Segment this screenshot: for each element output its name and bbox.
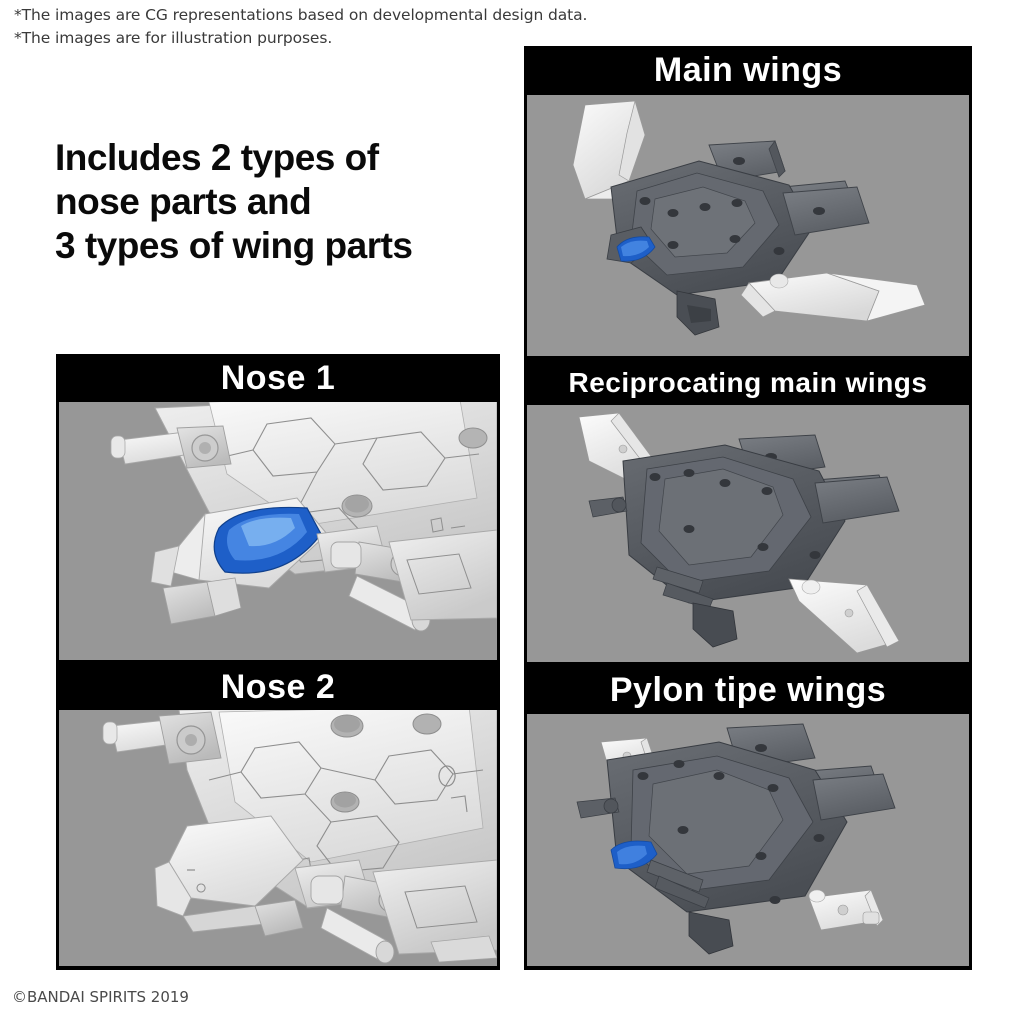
panel-nose-2-image [59,710,497,966]
panel-nose-1-image [59,402,497,660]
nose-1-render [59,402,497,660]
nose-2-render [59,710,497,966]
panel-main-wings-title: Main wings [524,46,972,95]
panel-pylon-tipe-wings-title: Pylon tipe wings [524,666,972,714]
disclaimer-line-2: *The images are for illustration purpose… [14,29,333,47]
main-wings-render [527,95,969,356]
headline-line-1: Includes 2 types of [55,137,379,178]
panel-nose-1-title: Nose 1 [56,354,500,402]
panel-reciprocating-main-wings-image [527,405,969,662]
disclaimer-line-1: *The images are CG representations based… [14,6,588,24]
panel-pylon-tipe-wings: Pylon tipe wings [524,666,972,970]
panel-main-wings: Main wings [524,46,972,360]
panel-pylon-tipe-wings-image [527,714,969,966]
panel-reciprocating-main-wings: Reciprocating main wings [524,360,972,666]
reciprocating-main-wings-render [527,405,969,662]
headline-line-3: 3 types of wing parts [55,225,413,267]
panel-nose-2-title: Nose 2 [56,664,500,710]
headline-line-2: nose parts and [55,181,312,223]
pylon-tipe-wings-render [527,714,969,966]
copyright-notice: ©BANDAI SPIRITS 2019 [12,988,189,1006]
headline: Includes 2 types of nose parts and 3 typ… [55,136,525,268]
panel-main-wings-image [527,95,969,356]
panel-nose-2: Nose 2 [56,664,500,970]
panel-nose-1: Nose 1 [56,354,500,664]
panel-reciprocating-main-wings-title: Reciprocating main wings [524,360,972,405]
